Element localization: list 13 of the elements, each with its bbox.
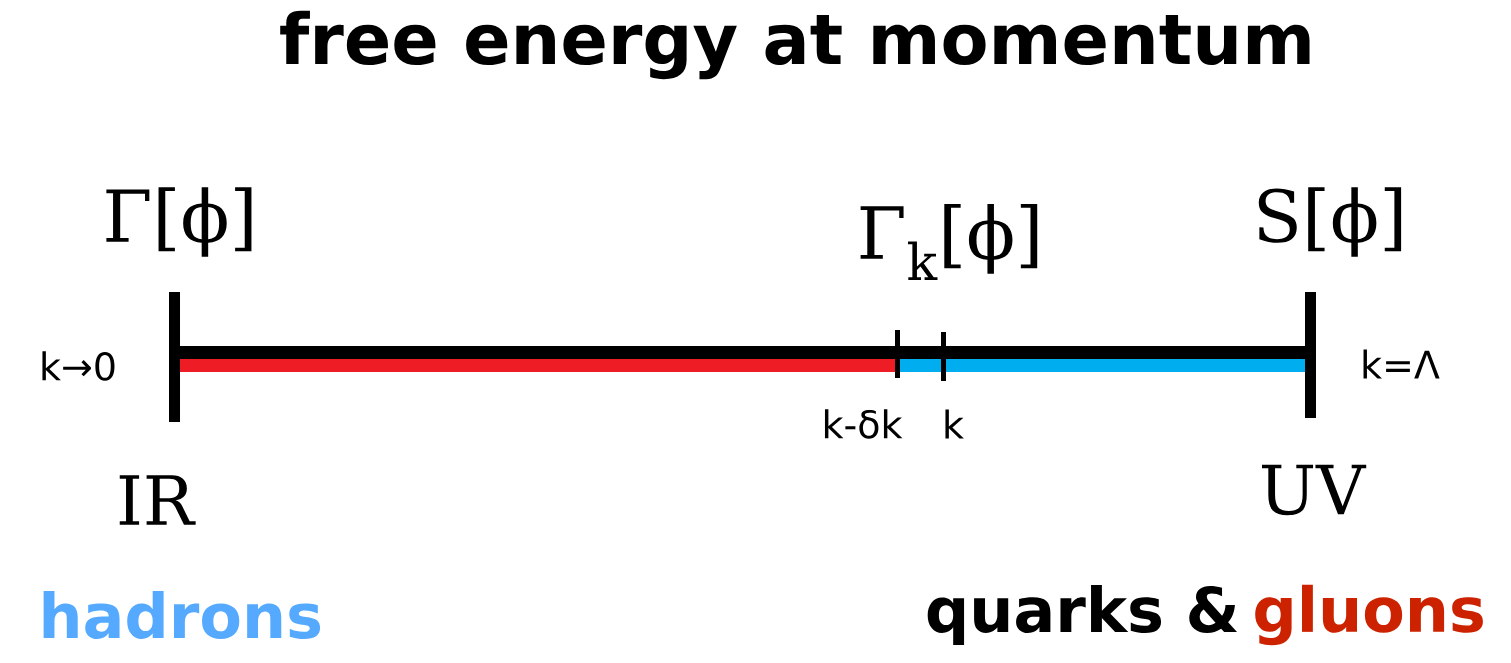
label: Γ[ϕ] [106, 187, 252, 257]
label: gluons [1255, 584, 1483, 646]
label: k-δk [824, 409, 903, 439]
label: UV [1262, 464, 1367, 516]
label: k [945, 409, 964, 439]
label: quarks & [927, 585, 1237, 645]
label: S[ϕ] [1258, 187, 1402, 257]
label: Γ$_{k}$[ϕ] [860, 204, 1038, 280]
title: free energy at momentum [280, 10, 1310, 80]
label: k→0 [42, 351, 115, 381]
label: k=Λ [1363, 349, 1440, 379]
label: hadrons [43, 591, 321, 639]
label: IR [119, 475, 196, 525]
